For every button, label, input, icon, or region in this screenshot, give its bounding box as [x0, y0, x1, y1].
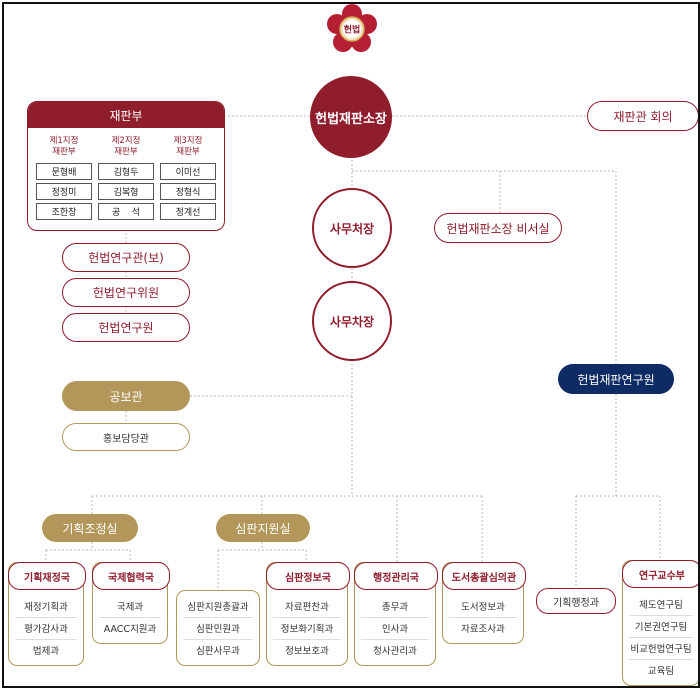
dept-international: 국제협력국 국제과 AACC지원과: [92, 562, 170, 644]
judges-panel-title: 재판부: [28, 102, 224, 128]
dept-administration-item: 총무과: [361, 595, 429, 618]
dept-planning-admin: 기획행정과: [536, 588, 616, 614]
dept-professors: 연구교수부 제도연구팀 기본권연구팀 비교헌법연구팀 교육팀: [622, 560, 698, 686]
dept-professors-item: 제도연구팀: [629, 593, 693, 616]
dept-administration: 행정관리국 총무과 인사과 청사관리과: [354, 562, 438, 666]
dept-trial-info-item: 정보화기획과: [273, 617, 341, 640]
president-node: 헌법재판소장: [310, 76, 392, 158]
judge-name: 정정미: [36, 183, 92, 200]
judge-name: 정계선: [160, 203, 216, 220]
dept-trial-support-item: 심판지원총괄과: [183, 595, 253, 618]
dept-planning: 기획재정국 재정기획과 평가감사과 법제과: [8, 562, 86, 666]
judge-name: 문형배: [36, 163, 92, 180]
research-node: 헌법연구위원: [62, 278, 190, 307]
judge-name: 조한창: [36, 203, 92, 220]
research-node: 헌법연구관(보): [62, 243, 190, 272]
dept-planning-item: 평가감사과: [15, 617, 77, 640]
judges-column-title: 제3지정 재판부: [173, 136, 203, 157]
pr-officer-node: 홍보담당관: [62, 423, 190, 451]
judge-name: 김형두: [98, 163, 154, 180]
dept-trial-support-item: 심판사무과: [196, 646, 240, 657]
judge-name: 공 석: [98, 203, 154, 220]
judge-name: 김복형: [98, 183, 154, 200]
judge-name: 이미선: [160, 163, 216, 180]
dept-professors-title: 연구교수부: [622, 560, 698, 588]
dept-library-title: 도서총괄심의관: [442, 562, 526, 590]
institute-node: 헌법재판연구원: [558, 364, 674, 394]
dept-trial-support-item: 심판민원과: [183, 617, 253, 640]
emblem-text: 헌법: [344, 24, 361, 36]
dept-international-item: 국제과: [99, 595, 161, 618]
dept-professors-item: 교육팀: [647, 666, 675, 677]
dept-professors-item: 기본권연구팀: [629, 615, 693, 638]
council-node: 재판관 회의: [587, 101, 698, 131]
trial-support-office-node: 심판지원실: [216, 514, 310, 542]
dept-trial-info-item: 자료편찬과: [273, 595, 341, 618]
dept-international-title: 국제협력국: [92, 562, 170, 590]
secretary-general-node: 사무처장: [312, 188, 392, 268]
dept-trial-info: 심판정보국 자료편찬과 정보화기획과 정보보호과: [266, 562, 350, 666]
judges-column-title: 제1지정 재판부: [49, 136, 79, 157]
dept-international-item: AACC지원과: [103, 624, 157, 635]
president-office-node: 헌법재판소장 비서실: [434, 213, 562, 243]
dept-administration-item: 청사관리과: [373, 646, 417, 657]
dept-administration-item: 인사과: [361, 617, 429, 640]
dept-planning-item: 재정기획과: [15, 595, 77, 618]
dept-library: 도서총괄심의관 도서정보과 자료조사과: [442, 562, 526, 644]
dept-trial-support: 심판지원총괄과 심판민원과 심판사무과: [176, 590, 260, 666]
research-node: 헌법연구원: [62, 313, 190, 342]
public-affairs-node: 공보관: [62, 381, 190, 411]
dept-planning-item: 법제과: [32, 646, 60, 657]
dept-administration-title: 행정관리국: [354, 562, 438, 590]
dept-library-item: 자료조사과: [461, 624, 505, 635]
judges-column-title: 제2지정 재판부: [111, 136, 141, 157]
dept-trial-info-item: 정보보호과: [285, 646, 329, 657]
judge-name: 정형식: [160, 183, 216, 200]
dept-library-item: 도서정보과: [449, 595, 517, 618]
deputy-secretary-node: 사무차장: [312, 281, 392, 361]
planning-office-node: 기획조정실: [42, 514, 138, 542]
dept-planning-title: 기획재정국: [8, 562, 86, 590]
constitutional-court-emblem: 헌법: [324, 4, 380, 58]
dept-trial-info-title: 심판정보국: [266, 562, 350, 590]
dept-professors-item: 비교헌법연구팀: [629, 637, 693, 660]
